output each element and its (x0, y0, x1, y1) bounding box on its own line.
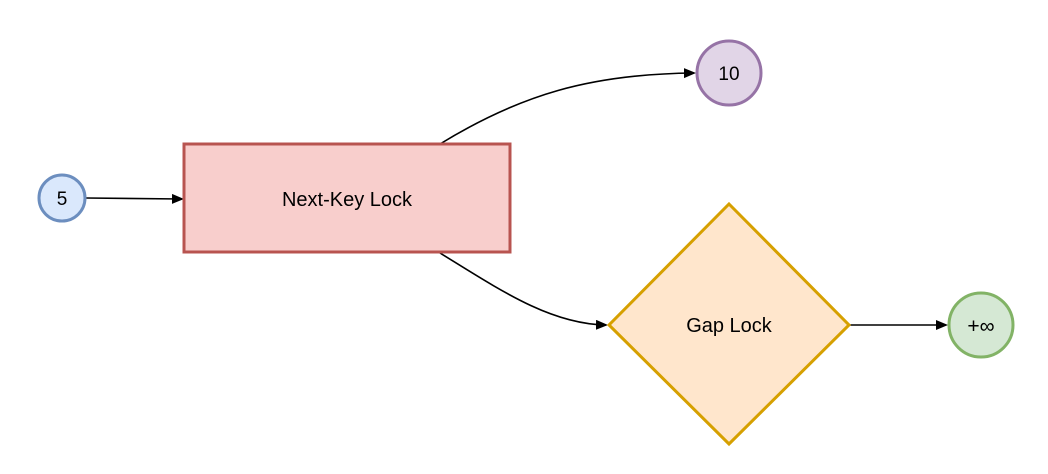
node-infinity[interactable]: +∞ (947, 291, 1015, 359)
node-10-shape (697, 41, 761, 105)
next-key-lock-shape (184, 144, 510, 252)
gap-lock-label: Gap Lock (686, 315, 773, 337)
node-10-border (695, 39, 763, 107)
node-10-label: 10 (718, 64, 739, 85)
node-5-label: 5 (57, 189, 68, 210)
edge-next-key-lock-to-gap-lock (439, 252, 608, 330)
node-10[interactable]: 10 (695, 39, 763, 107)
node-next-key-lock[interactable]: Next-Key Lock (182, 142, 512, 254)
node-5[interactable]: 5 (37, 173, 87, 223)
edge-5-to-next-key-lock (85, 193, 184, 204)
gap-lock-border (606, 201, 852, 447)
next-key-lock-border (182, 142, 512, 254)
node-5-border (37, 173, 87, 223)
node-gap-lock[interactable]: Gap Lock (606, 201, 852, 447)
next-key-lock-label: Next-Key Lock (282, 189, 413, 211)
edge-next-key-lock-to-10 (439, 68, 696, 145)
node-5-shape (39, 175, 85, 221)
node-infinity-shape (949, 293, 1013, 357)
node-infinity-label: +∞ (967, 315, 994, 338)
node-infinity-border (947, 291, 1015, 359)
